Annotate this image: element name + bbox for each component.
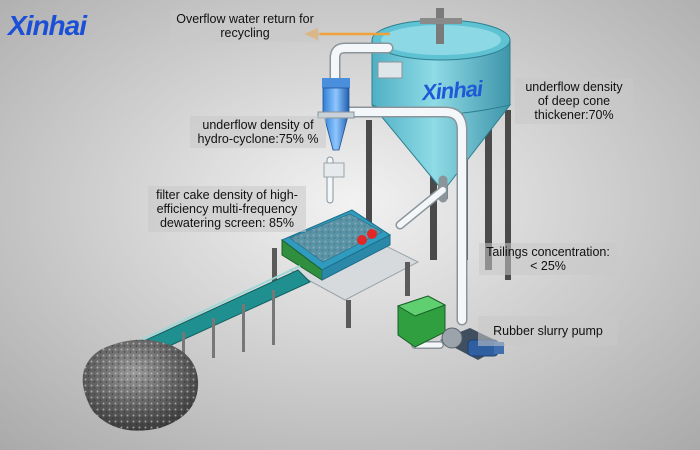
- slurry-pump-label: Rubber slurry pump: [478, 316, 618, 346]
- overflow-water-label: Overflow water return for recycling: [170, 10, 320, 42]
- hydro-cyclone: [317, 78, 355, 178]
- slurry-tank: [396, 295, 447, 348]
- cyclone-density-label: underflow density of hydro-cyclone:75% %: [190, 116, 326, 148]
- tailings-concentration-label: Tailings concentration: < 25%: [479, 243, 617, 275]
- pipe-network: [326, 42, 468, 349]
- thickener-density-label: underflow density of deep cone thickener…: [515, 78, 633, 124]
- screen-density-label: filter cake density of high-efficiency m…: [148, 186, 306, 232]
- tank-logo: Xinhai: [421, 75, 483, 106]
- deep-cone-thickener: [371, 8, 512, 199]
- overflow-trough: [377, 61, 403, 79]
- xinhai-logo: Xinhai: [8, 10, 87, 41]
- tailings-pile: [82, 339, 199, 431]
- dewatering-screen: [281, 209, 391, 281]
